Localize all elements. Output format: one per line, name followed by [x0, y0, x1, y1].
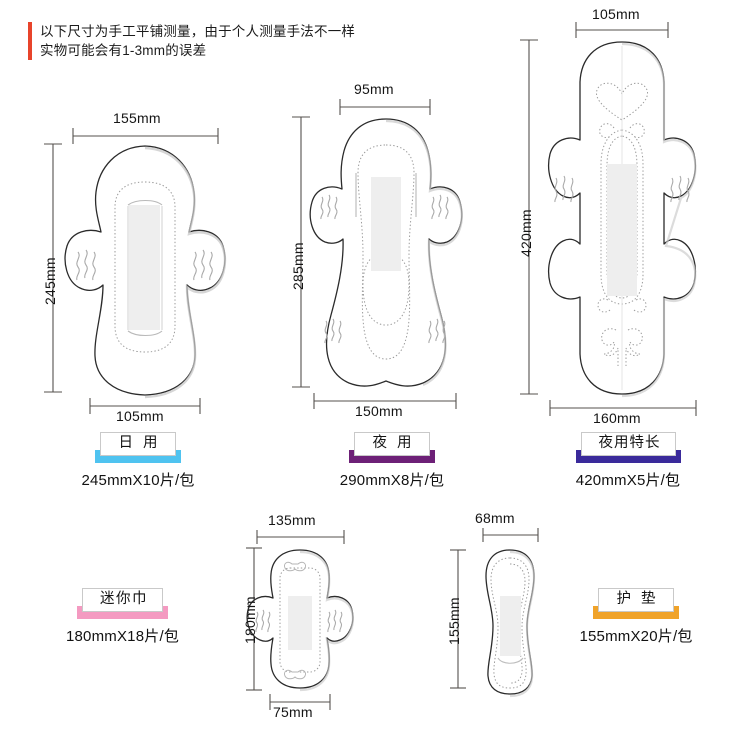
day-use-dim-bottom: 105mm — [116, 408, 164, 424]
dim-line-top — [256, 530, 345, 544]
breathable-icon-left — [554, 175, 574, 203]
dim-line-side — [520, 39, 538, 395]
note-accent-bar — [28, 22, 32, 60]
night-use-tag-bar — [349, 450, 435, 463]
night-use-tag: 夜 用 — [349, 432, 435, 463]
product-night-use: 95mm 285mm 150mm — [278, 81, 508, 485]
breathable-icon-lower-right — [428, 318, 446, 344]
dim-line-bottom — [313, 393, 457, 409]
night-extra-long-caption: 夜用特长 420mmX5片/包 — [538, 432, 718, 490]
panty-liner-dim-top: 68mm — [475, 510, 515, 526]
product-night-extra-long: 105mm 420mm 160mm — [508, 6, 748, 482]
dim-line-top — [339, 99, 431, 115]
panty-liner-caption: 护 垫 155mmX20片/包 — [546, 588, 726, 646]
night-use-dim-side: 285mm — [290, 242, 306, 290]
breathable-icon-right — [670, 175, 690, 203]
mini-pad-diagram — [198, 512, 388, 722]
night-use-pack: 290mmX8片/包 — [339, 472, 445, 489]
panty-liner-diagram — [428, 508, 598, 708]
day-use-diagram — [28, 110, 248, 414]
day-use-dim-top: 155mm — [113, 110, 161, 126]
dim-line-top — [482, 528, 539, 542]
heart-motif — [596, 82, 648, 138]
breathable-icon-upper-left — [320, 194, 338, 220]
bow-motif-bottom — [284, 669, 306, 680]
product-day-use: 155mm 245mm 105mm — [28, 110, 248, 490]
breathable-icon-left — [255, 609, 271, 633]
mini-pad-pack: 180mmX18片/包 — [65, 628, 180, 645]
breathable-icon-left — [76, 249, 96, 281]
night-extra-long-dim-bottom: 160mm — [593, 410, 641, 426]
breathable-icon-upper-right — [431, 194, 449, 220]
product-mini-pad: 135mm 180mm 75mm — [198, 512, 388, 737]
night-extra-long-diagram — [508, 12, 748, 432]
dim-line-bottom — [269, 694, 331, 710]
breathable-icon-right — [327, 609, 343, 633]
day-use-pack: 245mmX10片/包 — [81, 472, 195, 489]
measurement-note: 以下尺寸为手工平铺测量，由于个人测量手法不一样 实物可能会有1-3mm的误差 — [28, 22, 355, 60]
mini-pad-dim-bottom: 75mm — [273, 704, 313, 720]
day-use-tag-bar — [95, 450, 181, 463]
panty-liner-tag-label: 护 垫 — [616, 591, 659, 607]
absorbent-core — [607, 164, 637, 296]
mini-pad-tag: 迷你巾 — [77, 588, 168, 619]
dim-line-bottom — [549, 400, 697, 416]
night-extra-long-tag-bar — [575, 450, 681, 463]
day-use-dim-side: 245mm — [42, 257, 58, 305]
night-extra-long-dim-top: 105mm — [592, 6, 640, 22]
dim-line-top — [575, 22, 669, 38]
core-side-lines — [355, 173, 417, 217]
mini-pad-caption: 迷你巾 180mmX18片/包 — [40, 588, 205, 646]
pad-inner-dashed — [279, 567, 321, 673]
day-use-caption: 日 用 245mmX10片/包 — [48, 432, 228, 490]
absorbent-core — [288, 596, 312, 650]
dim-line-side — [44, 143, 62, 393]
night-extra-long-tag: 夜用特长 — [575, 432, 681, 463]
panty-liner-dim-side: 155mm — [446, 597, 462, 645]
lower-flourish — [601, 328, 643, 366]
night-extra-long-dim-side: 420mm — [518, 209, 534, 257]
absorbent-core — [129, 205, 160, 330]
night-use-caption: 夜 用 290mmX8片/包 — [302, 432, 482, 490]
dim-line-side — [292, 116, 310, 388]
panty-liner-tag: 护 垫 — [593, 588, 679, 619]
absorbent-core — [500, 596, 521, 656]
night-use-dim-bottom: 150mm — [355, 403, 403, 419]
mini-pad-tag-label: 迷你巾 — [100, 591, 148, 607]
note-text: 以下尺寸为手工平铺测量，由于个人测量手法不一样 实物可能会有1-3mm的误差 — [40, 22, 355, 60]
bow-motif-top — [284, 561, 306, 572]
mini-pad-dim-side: 180mm — [242, 596, 258, 644]
note-line-1: 以下尺寸为手工平铺测量，由于个人测量手法不一样 — [40, 24, 356, 39]
dim-line-bottom — [89, 398, 201, 414]
night-extra-long-pack: 420mmX5片/包 — [575, 472, 681, 489]
dim-line-top — [72, 128, 219, 144]
core-arc — [497, 657, 524, 664]
breathable-icon-lower-left — [324, 318, 342, 344]
product-panty-liner: 68mm 155mm — [428, 508, 598, 723]
night-use-tag-label: 夜 用 — [372, 435, 415, 451]
note-line-2: 实物可能会有1-3mm的误差 — [40, 43, 207, 58]
panty-liner-pack: 155mmX20片/包 — [579, 628, 693, 645]
dim-line-side — [450, 549, 466, 689]
mini-pad-tag-bar — [77, 606, 168, 619]
night-use-diagram — [278, 85, 508, 415]
breathable-icon-right — [193, 249, 213, 281]
core-arcs — [127, 199, 163, 337]
day-use-tag: 日 用 — [95, 432, 181, 463]
night-use-dim-top: 95mm — [354, 81, 394, 97]
mini-pad-dim-top: 135mm — [268, 512, 316, 528]
panty-liner-tag-bar — [593, 606, 679, 619]
night-extra-long-tag-label: 夜用特长 — [598, 435, 661, 451]
day-use-tag-label: 日 用 — [118, 435, 161, 451]
absorbent-core — [371, 177, 401, 271]
pad-inner-dashed — [357, 144, 415, 360]
